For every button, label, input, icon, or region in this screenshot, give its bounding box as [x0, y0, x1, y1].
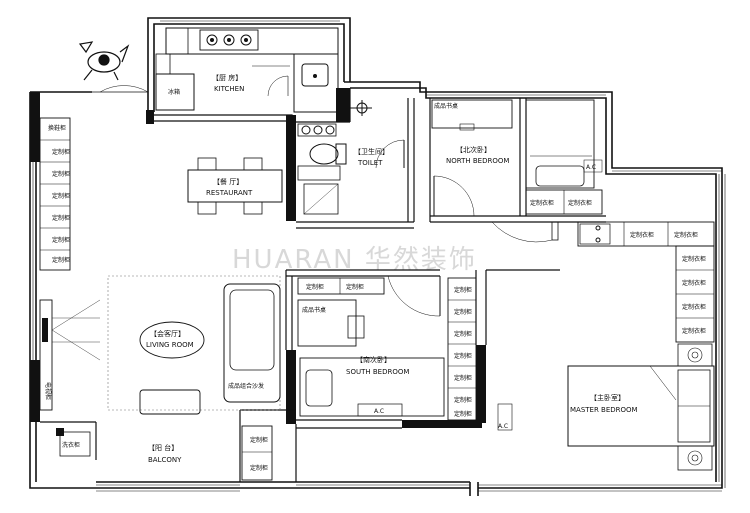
cabinet-label: 定制柜 — [52, 256, 70, 264]
wardrobe-label: 定制衣柜 — [568, 199, 592, 207]
kitchen-label-cn: 【厨 房】 — [212, 73, 242, 82]
bed-icon — [525, 99, 595, 189]
solid-walls — [30, 88, 486, 436]
toilet-label-cn: 【卫生间】 — [354, 147, 389, 156]
north-bedroom-label-cn: 【北次卧】 — [456, 145, 491, 154]
desk-label: 成品书桌 — [434, 102, 458, 110]
wardrobe-label: 定制衣柜 — [682, 279, 706, 287]
dining-table: 【餐 厅】 RESTAURANT — [187, 157, 283, 215]
kitchen-label-en: KITCHEN — [214, 85, 244, 93]
cabinet-label: 定制柜 — [454, 286, 472, 294]
ac-label: A.C — [586, 164, 596, 171]
shoe-cabinet-label: 换鞋柜 — [48, 124, 66, 132]
wardrobe-label: 定制衣柜 — [682, 327, 706, 335]
desk-label: 成品书桌 — [302, 306, 326, 314]
cabinet-label: 定制柜 — [250, 436, 268, 444]
wardrobe-label: 定制衣柜 — [530, 199, 554, 207]
master-door-icon — [491, 221, 560, 243]
cabinet-label: 定制柜 — [52, 214, 70, 222]
cabinet-label: 定制柜 — [306, 283, 324, 291]
toilet-room: 【卫生间】 TOILET — [297, 100, 405, 215]
wardrobe-label: 定制衣柜 — [674, 231, 698, 239]
entry-door-icon — [99, 85, 149, 93]
fridge-label: 冰箱 — [168, 88, 180, 96]
balcony-label-cn: 【阳 台】 — [148, 443, 178, 452]
kitchen: 冰箱 【厨 房】 KITCHEN — [155, 27, 339, 113]
master-bed-icon — [567, 365, 715, 447]
cabinet-label: 定制柜 — [454, 396, 472, 404]
ac-label: A.C — [498, 423, 508, 430]
cabinet-label: 定制柜 — [52, 170, 70, 178]
cabinet-label: 定制柜 — [454, 352, 472, 360]
sofa-icon — [223, 283, 281, 403]
living-label-cn: 【会客厅】 — [150, 329, 185, 338]
sink-icon — [301, 63, 329, 87]
toilet-label-en: TOILET — [357, 159, 383, 167]
south-bedroom-label-en: SOUTH BEDROOM — [346, 368, 409, 376]
master-cabinets: 定制衣柜 定制衣柜 定制衣柜 定制衣柜 定制衣柜 定制衣柜 【主卧室】 MAST… — [497, 221, 715, 471]
cabinet-label: 定制柜 — [346, 283, 364, 291]
living-label-en: LIVING ROOM — [146, 341, 194, 349]
fridge-icon — [155, 73, 195, 111]
balcony: 洗衣柜 定制柜 定制柜 【阳 台】 BALCONY — [59, 425, 273, 481]
sofa-label: 成品组合沙发 — [228, 382, 264, 390]
left-cabinets: 换鞋柜 定制柜 定制柜 定制柜 定制柜 定制柜 定制柜 电视柜 — [39, 117, 101, 411]
restaurant-label-en: RESTAURANT — [206, 189, 253, 197]
wardrobe-label: 定制衣柜 — [682, 255, 706, 263]
bed-icon — [299, 357, 445, 417]
cabinet-label: 定制柜 — [454, 410, 472, 418]
ac-label: A.C — [374, 408, 384, 415]
south-bedroom: 定制柜 定制柜 成品书桌 A.C 【南次卧】 SOUTH BEDROOM 定制柜… — [297, 275, 477, 421]
living-room: 【会客厅】 LIVING ROOM 成品组合沙发 — [107, 275, 281, 415]
wardrobe-label: 定制衣柜 — [682, 303, 706, 311]
cabinet-label: 定制柜 — [52, 236, 70, 244]
wardrobe-label: 定制衣柜 — [630, 231, 654, 239]
laundry-label: 洗衣柜 — [62, 441, 80, 449]
toilet-icon — [309, 143, 339, 165]
north-bedroom: 成品书桌 A.C 定制衣柜 定制衣柜 【北次卧】 NORTH BEDROOM — [431, 99, 603, 217]
cabinet-label: 定制柜 — [454, 374, 472, 382]
restaurant-label-cn: 【餐 厅】 — [213, 177, 243, 186]
balcony-label-en: BALCONY — [148, 456, 182, 464]
cabinet-label: 定制柜 — [52, 148, 70, 156]
cabinet-label: 定制柜 — [454, 308, 472, 316]
master-bedroom-label-cn: 【主卧室】 — [590, 393, 625, 402]
person-icon — [78, 41, 130, 81]
cabinet-label: 定制柜 — [52, 192, 70, 200]
cabinet-label: 定制柜 — [250, 464, 268, 472]
cabinet-label: 定制柜 — [454, 330, 472, 338]
master-bedroom-label-en: MASTER BEDROOM — [570, 406, 638, 414]
north-bedroom-label-en: NORTH BEDROOM — [446, 157, 509, 165]
windows — [32, 20, 726, 492]
cooktop-icon — [199, 29, 259, 51]
tv-cabinet-label: 电视柜 — [44, 382, 52, 400]
south-bedroom-label-cn: 【南次卧】 — [356, 355, 391, 364]
